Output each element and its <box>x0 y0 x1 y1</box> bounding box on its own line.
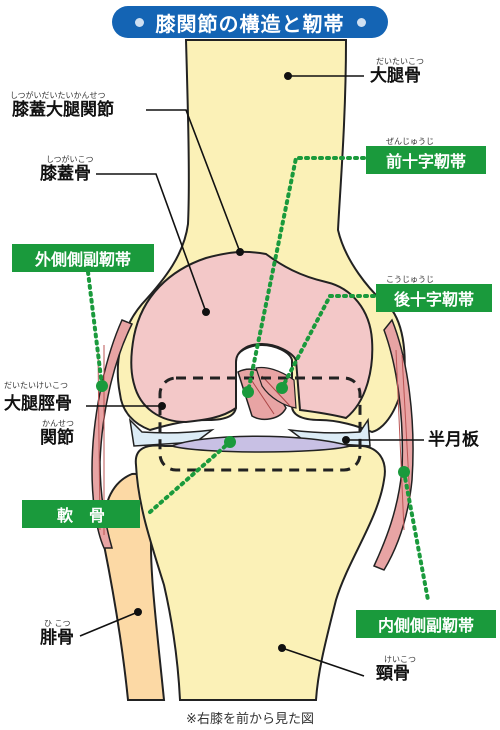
femorotibial-ruby-2: かんせつ <box>42 419 74 428</box>
title-dot-left <box>134 17 144 27</box>
femur-ruby: だいたいこつ <box>376 57 424 66</box>
meniscus-label: 半月板 <box>428 430 479 450</box>
fibula-label: 腓骨 <box>40 628 74 648</box>
fibula-ruby: ひ こつ <box>44 619 71 628</box>
page-title: 膝関節の構造と靭帯 <box>155 11 345 36</box>
leader-lines <box>79 72 424 677</box>
lcl-label: 外側側副靭帯 <box>12 244 154 272</box>
cartilage-label: 軟 骨 <box>22 500 140 528</box>
meniscus-left <box>128 417 215 447</box>
patellofemoral-ruby: しつがいだいたいかんせつ <box>10 91 106 100</box>
acl-label: 前十字靭帯 <box>366 146 486 174</box>
title-banner: 膝関節の構造と靭帯 <box>112 6 388 38</box>
tibia-bone <box>134 444 386 701</box>
patellofemoral-label: 膝蓋大腿関節 <box>12 100 114 120</box>
patella-ruby: しつがいこつ <box>46 155 94 164</box>
acl-ruby: ぜんじゅうじ <box>386 137 434 146</box>
pcl-ruby: こうじゅうじ <box>386 275 434 284</box>
femorotibial-joint-outline <box>158 376 362 472</box>
tibia-ruby: けいこつ <box>384 655 416 664</box>
patella-label: 膝蓋骨 <box>40 164 91 184</box>
pcl-label: 後十字靭帯 <box>376 284 492 312</box>
femorotibial-label-1: 大腿脛骨 <box>4 394 72 414</box>
femur-label: 大腿骨 <box>370 66 421 86</box>
green-leader-lines <box>86 156 430 602</box>
footnote: ※右膝を前から見た図 <box>186 712 314 727</box>
femorotibial-ruby-1: だいたいけいこつ <box>4 381 68 390</box>
mcl-label: 内側側副靭帯 <box>356 610 496 638</box>
femorotibial-label-2: 関節 <box>40 428 74 448</box>
title-dot-right <box>356 17 366 27</box>
lateral-collateral-ligament <box>91 319 134 549</box>
tibia-label: 頸骨 <box>376 664 410 684</box>
